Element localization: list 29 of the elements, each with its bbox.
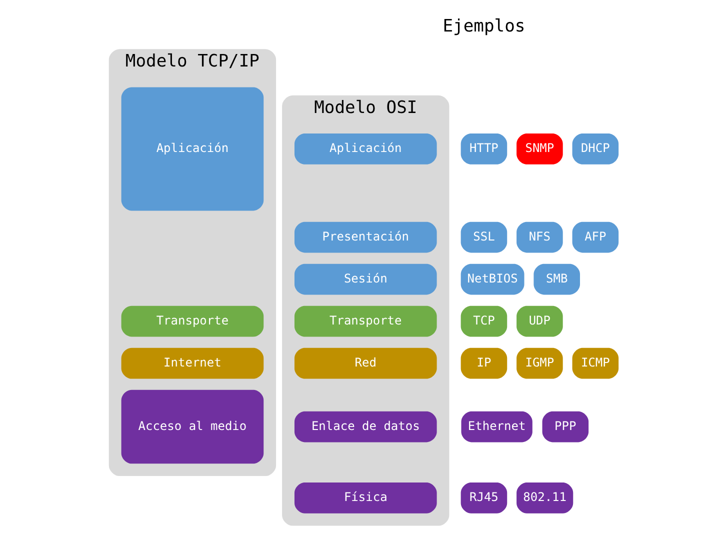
- node-box: Transporte: [120, 306, 264, 337]
- node-box: Física: [294, 482, 436, 514]
- node-box: Aplicación: [294, 134, 436, 164]
- node-box: HTTP: [460, 134, 507, 164]
- node-box: Transporte: [294, 306, 436, 337]
- node-box: Sesión: [294, 264, 436, 295]
- node-box: DHCP: [572, 134, 618, 164]
- node-box: AFP: [572, 222, 618, 253]
- node-box: PPP: [542, 411, 588, 442]
- node-box: Aplicación: [120, 87, 264, 211]
- node-box: IGMP: [516, 348, 562, 379]
- node-box: Acceso al medio: [120, 390, 264, 464]
- node-box: NFS: [516, 222, 562, 253]
- node-box: TCP: [460, 306, 507, 337]
- node-box: 802.11: [516, 482, 573, 514]
- label: Ejemplos: [442, 16, 525, 37]
- node-box: SSL: [460, 222, 507, 253]
- node-box: UDP: [516, 306, 562, 337]
- node-box: IP: [460, 348, 507, 379]
- node-box: RJ45: [460, 482, 507, 514]
- node-box: NetBIOS: [460, 264, 524, 295]
- node-box: SNMP: [516, 134, 562, 164]
- node-box: SMB: [533, 264, 580, 295]
- node-box: Red: [294, 348, 436, 379]
- node-box: Internet: [120, 348, 264, 379]
- node-box: Presentación: [294, 222, 436, 253]
- node-box: Enlace de datos: [294, 411, 436, 442]
- node-box: ICMP: [572, 348, 618, 379]
- node-box: Ethernet: [460, 411, 532, 442]
